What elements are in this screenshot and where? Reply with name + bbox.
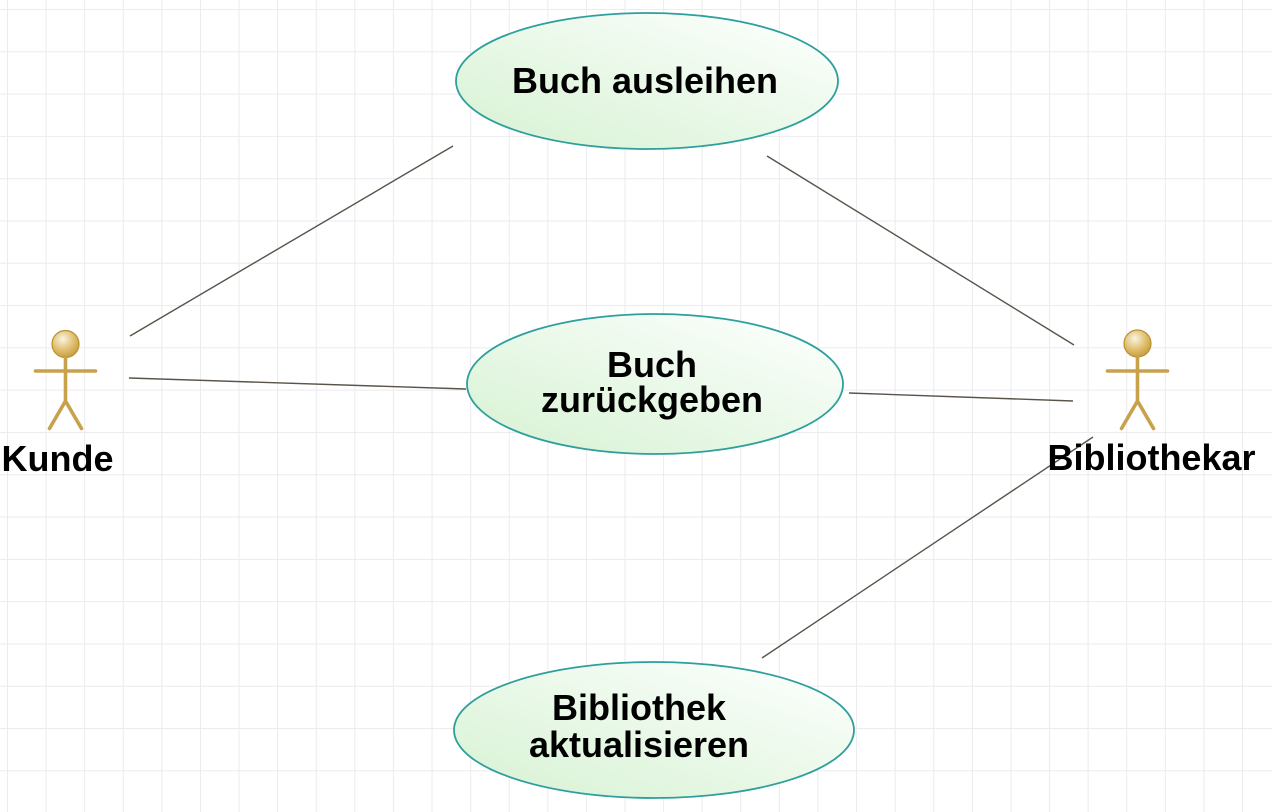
actor-head[interactable] xyxy=(51,329,80,359)
actor-label: Bibliothekar xyxy=(1047,437,1255,478)
use-case-label-line2: zurückgeben xyxy=(541,379,763,420)
use-case-ellipse[interactable] xyxy=(466,313,844,455)
use-case-label-line1: Buch xyxy=(607,344,697,385)
use-case-label: Buch ausleihen xyxy=(512,60,778,101)
actor-head[interactable] xyxy=(1123,329,1152,358)
actor-bibliothekar: Bibliothekar xyxy=(1047,329,1256,478)
association-kunde-buch-ausleihen[interactable] xyxy=(129,145,454,337)
association-bibliothekar-bibliothek-aktualisieren[interactable] xyxy=(761,436,1094,659)
use-case-ellipse[interactable] xyxy=(453,661,855,799)
actor-stick-figure[interactable] xyxy=(33,355,98,431)
association-bibliothekar-buch-ausleihen[interactable] xyxy=(766,155,1075,346)
use-case-buch-zurueckgeben: Buch zurückgeben xyxy=(466,313,844,455)
use-case-bibliothek-aktualisieren: Bibliothek aktualisieren xyxy=(453,661,855,799)
association-bibliothekar-buch-zurueckgeben[interactable] xyxy=(848,392,1074,402)
association-lines xyxy=(128,145,1094,659)
use-case-label-line2: aktualisieren xyxy=(529,724,749,765)
use-case-label-line1: Bibliothek xyxy=(552,687,727,728)
actor-kunde: Kunde xyxy=(2,329,114,479)
actor-label: Kunde xyxy=(2,438,114,479)
association-kunde-buch-zurueckgeben[interactable] xyxy=(128,377,467,390)
use-case-buch-ausleihen: Buch ausleihen xyxy=(455,12,839,150)
actor-stick-figure[interactable] xyxy=(1105,355,1170,431)
use-case-ellipse[interactable] xyxy=(455,12,839,150)
